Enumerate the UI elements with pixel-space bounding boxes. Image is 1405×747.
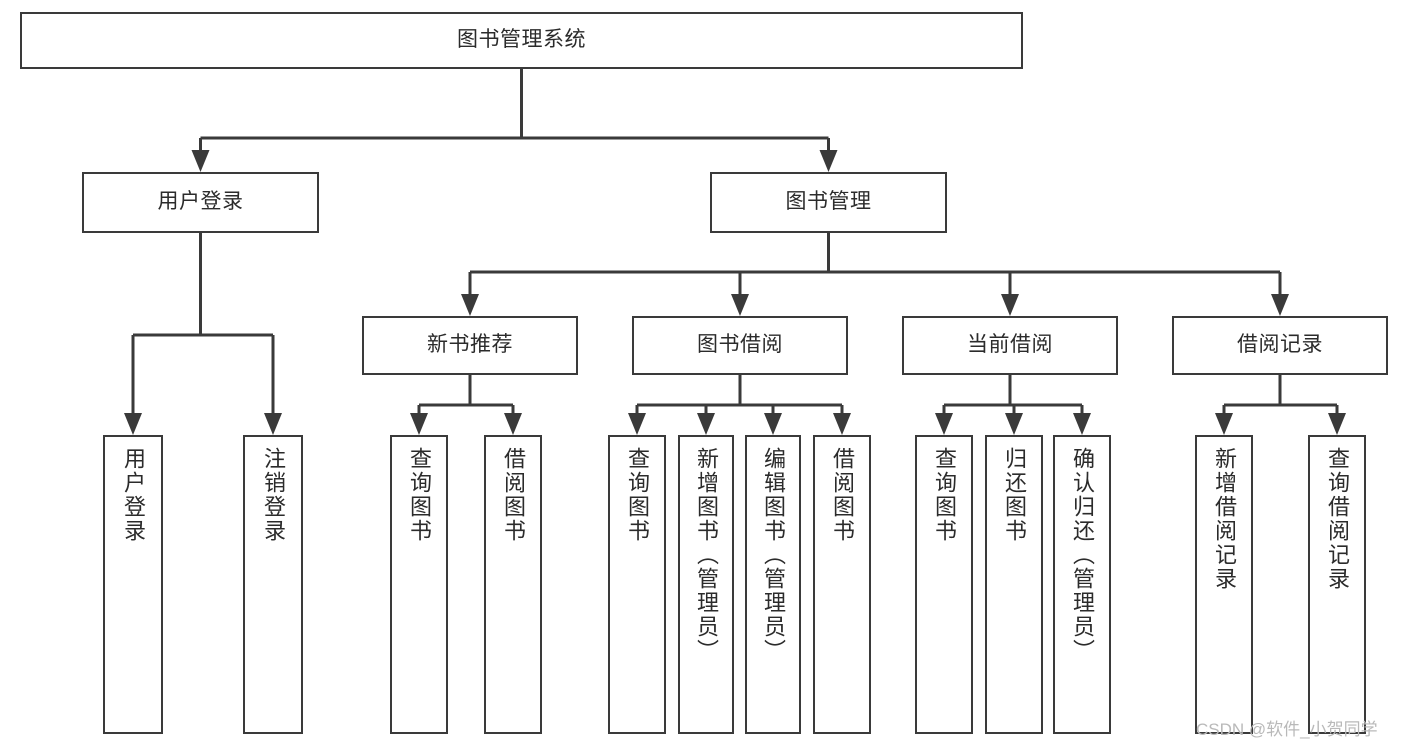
node-user-login[interactable]: 用户登录 [82, 172, 319, 233]
arrowhead-icon [264, 413, 282, 435]
node-label: 归还图书 [1002, 447, 1027, 543]
node-label: 借阅图书 [501, 447, 526, 543]
node-leaf-confirm-return[interactable]: 确认归还（管理员） [1053, 435, 1111, 734]
node-label: 图书管理系统 [457, 28, 586, 52]
node-leaf-logout[interactable]: 注销登录 [243, 435, 303, 734]
node-label: 确认归还（管理员） [1070, 447, 1095, 663]
node-label: 查询图书 [407, 447, 432, 543]
node-leaf-borrow-book-1[interactable]: 借阅图书 [484, 435, 542, 734]
node-root[interactable]: 图书管理系统 [20, 12, 1023, 69]
arrowhead-icon [1215, 413, 1233, 435]
arrowhead-icon [461, 294, 479, 316]
node-label: 用户登录 [121, 447, 146, 543]
node-leaf-query-book-1[interactable]: 查询图书 [390, 435, 448, 734]
node-borrow-record[interactable]: 借阅记录 [1172, 316, 1388, 375]
node-label: 图书借阅 [697, 333, 783, 357]
arrowhead-icon [191, 150, 210, 172]
node-leaf-user-login[interactable]: 用户登录 [103, 435, 163, 734]
node-label: 查询图书 [932, 447, 957, 543]
node-leaf-add-record[interactable]: 新增借阅记录 [1195, 435, 1253, 734]
node-leaf-query-record[interactable]: 查询借阅记录 [1308, 435, 1366, 734]
arrowhead-icon [833, 413, 851, 435]
arrowhead-icon [504, 413, 522, 435]
node-new-book-recommend[interactable]: 新书推荐 [362, 316, 578, 375]
node-label: 用户登录 [157, 190, 244, 214]
node-label: 新增图书（管理员） [694, 447, 719, 663]
arrowhead-icon [819, 150, 838, 172]
node-leaf-query-book-3[interactable]: 查询图书 [915, 435, 973, 734]
node-label: 编辑图书（管理员） [761, 447, 786, 663]
arrowhead-icon [1271, 294, 1289, 316]
node-label: 注销登录 [261, 447, 286, 543]
arrowhead-icon [410, 413, 428, 435]
arrowhead-icon [731, 294, 749, 316]
node-leaf-return-book[interactable]: 归还图书 [985, 435, 1043, 734]
node-leaf-borrow-book-2[interactable]: 借阅图书 [813, 435, 871, 734]
node-label: 借阅图书 [830, 447, 855, 543]
arrowhead-icon [697, 413, 715, 435]
node-label: 借阅记录 [1237, 333, 1323, 357]
node-label: 新增借阅记录 [1212, 447, 1237, 591]
arrowhead-icon [124, 413, 142, 435]
node-current-borrow[interactable]: 当前借阅 [902, 316, 1118, 375]
node-label: 新书推荐 [427, 333, 513, 357]
arrowhead-icon [764, 413, 782, 435]
arrowhead-icon [1073, 413, 1091, 435]
node-label: 图书管理 [785, 190, 872, 214]
arrowhead-icon [1005, 413, 1023, 435]
node-label: 查询图书 [625, 447, 650, 543]
node-label: 当前借阅 [967, 333, 1053, 357]
node-leaf-edit-book[interactable]: 编辑图书（管理员） [745, 435, 801, 734]
node-book-borrow[interactable]: 图书借阅 [632, 316, 848, 375]
node-leaf-add-book[interactable]: 新增图书（管理员） [678, 435, 734, 734]
node-label: 查询借阅记录 [1325, 447, 1350, 591]
arrowhead-icon [628, 413, 646, 435]
arrowhead-icon [1001, 294, 1019, 316]
node-leaf-query-book-2[interactable]: 查询图书 [608, 435, 666, 734]
node-book-management[interactable]: 图书管理 [710, 172, 947, 233]
arrowhead-icon [1328, 413, 1346, 435]
arrowhead-icon [935, 413, 953, 435]
